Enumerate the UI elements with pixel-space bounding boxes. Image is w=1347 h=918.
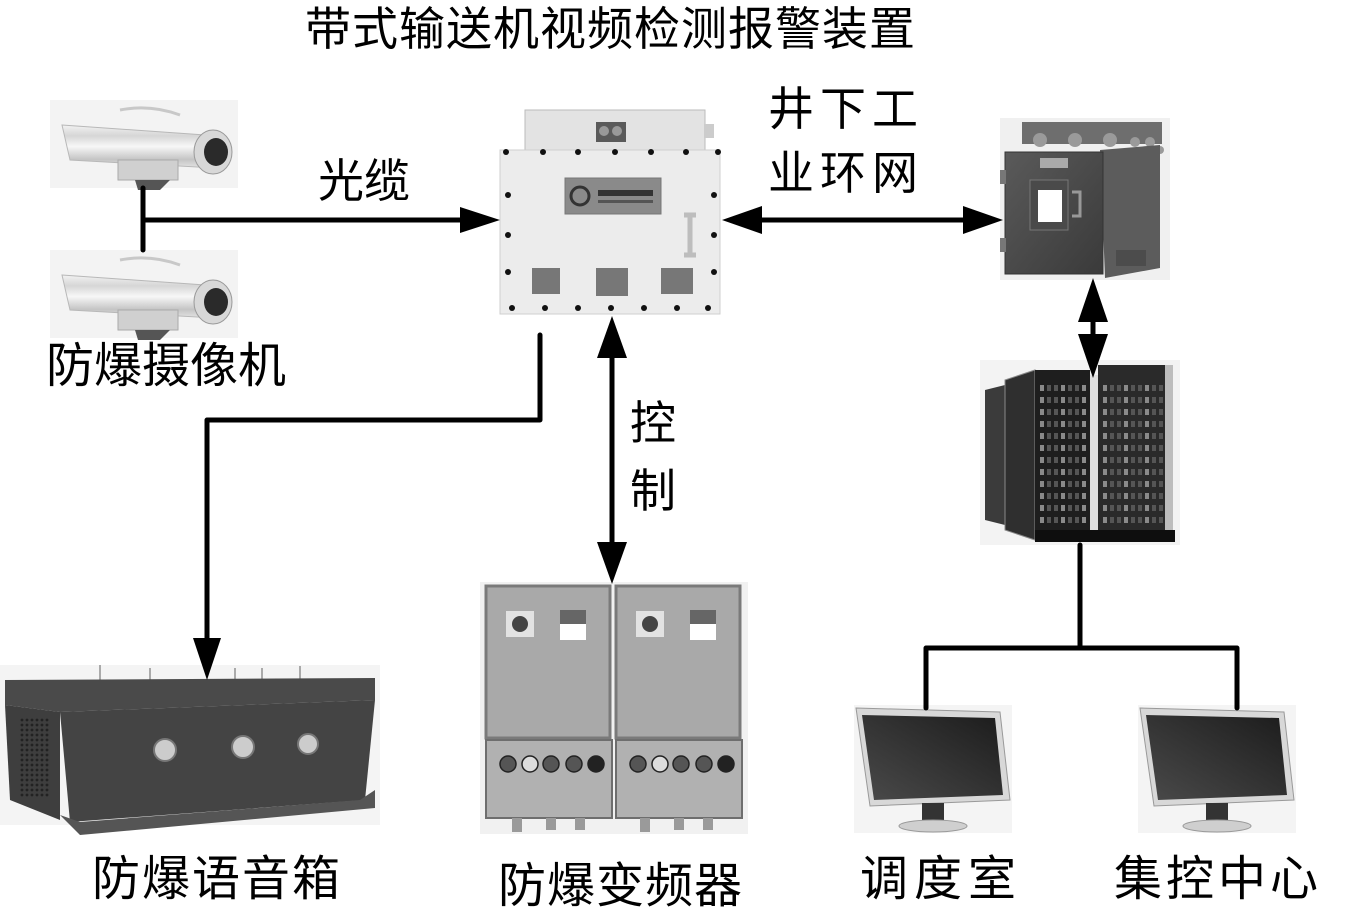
ring-network-switch — [1000, 118, 1170, 280]
control-label-line1: 控 — [630, 396, 676, 450]
speaker-label: 防爆语音箱 — [92, 851, 343, 907]
explosion-proof-camera-1 — [50, 100, 238, 190]
fiber-arrowhead — [460, 207, 500, 233]
control-arrowhead-up — [597, 316, 627, 358]
dispatch-branch-line — [923, 645, 1240, 711]
control-arrowhead-down — [597, 542, 627, 584]
explosion-proof-vfd — [480, 582, 748, 834]
voice-arrowhead — [193, 638, 221, 680]
camera-label: 防爆摄像机 — [46, 338, 287, 394]
rack-indicator-pattern — [1040, 385, 1163, 523]
explosion-proof-camera-2 — [50, 250, 238, 340]
dispatch-room-monitor — [854, 705, 1012, 833]
video-detection-host — [499, 109, 721, 315]
server-arrowhead-down — [1078, 334, 1108, 378]
explosion-proof-speaker — [0, 665, 380, 835]
control-label-line2: 制 — [630, 464, 676, 518]
vfd-label: 防爆变频器 — [498, 858, 744, 914]
dispatch-room-label: 调度室 — [860, 851, 1023, 907]
server-cabinet — [980, 360, 1180, 545]
control-center-label: 集控中心 — [1114, 851, 1323, 907]
switch-arrowhead-up — [1078, 278, 1108, 322]
control-center-monitor — [1138, 705, 1296, 833]
ring-network-label-line2: 业环网 — [768, 146, 924, 200]
ring-network-label-line1: 井下工 — [768, 82, 924, 136]
fiber-cable-label: 光缆 — [318, 154, 410, 208]
voice-line — [204, 332, 543, 643]
ring-arrowhead-left — [722, 206, 762, 234]
diagram-title: 带式输送机视频检测报警装置 — [305, 2, 916, 56]
ring-arrowhead-right — [963, 206, 1003, 234]
speaker-grille — [20, 718, 49, 797]
